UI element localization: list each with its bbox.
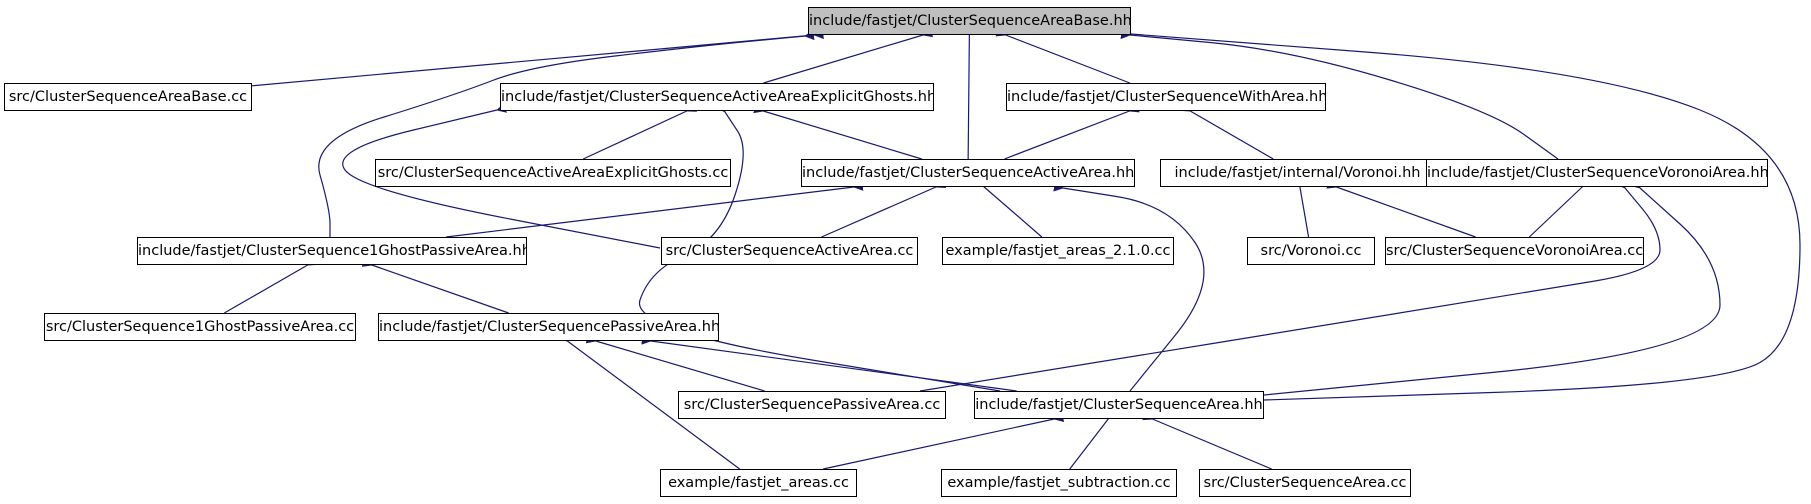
edge-n8-n13 [224,256,318,314]
edge-n2-n9 [342,103,661,249]
edges [224,25,1801,470]
graph-node-n19[interactable]: src/ClusterSequenceArea.cc [1199,469,1411,497]
edge-n2-n5 [753,103,922,160]
graph-node-n4[interactable]: src/ClusterSequenceActiveAreaExplicitGho… [375,159,731,187]
graph-node-n11[interactable]: src/Voronoi.cc [1247,237,1375,265]
edge-n0-n8 [318,30,815,237]
graph-node-n5[interactable]: include/fastjet/ClusterSequenceActiveAre… [801,159,1135,187]
edge-n0-n5 [964,25,975,160]
edge-n0-n7 [1120,29,1559,160]
edge-n6-n12 [1326,179,1476,238]
edge-n7-n15 [919,177,1661,392]
edge-n5-n16 [1053,181,1205,392]
edge-n16-n17 [823,412,1065,470]
edge-n16-n18 [1069,408,1118,470]
edge-n7-n12 [1528,177,1593,238]
graph-node-n13[interactable]: src/ClusterSequence1GhostPassiveArea.cc [44,313,356,341]
graph-node-n2[interactable]: include/fastjet/ClusterSequenceActiveAre… [500,83,934,111]
graph-node-n10[interactable]: example/fastjet_areas_2.1.0.cc [942,237,1174,265]
edge-n6-n11 [1293,177,1310,238]
edge-n5-n10 [974,177,1043,238]
graph-node-n9[interactable]: src/ClusterSequenceActiveArea.cc [661,237,918,265]
graph-node-n3[interactable]: include/fastjet/ClusterSequenceWithArea.… [1006,83,1326,111]
edge-n5-n9 [821,178,947,238]
edge-n0-n2 [763,27,934,84]
graph-node-n0[interactable]: include/fastjet/ClusterSequenceAreaBase.… [808,7,1131,35]
graph-node-n6[interactable]: include/fastjet/internal/Voronoi.hh [1160,159,1435,187]
edge-n14-n16 [641,334,1017,392]
edge-n5-n8 [446,180,864,238]
edge-n0-n3 [995,27,1131,84]
graph-node-n12[interactable]: src/ClusterSequenceVoronoiArea.cc [1385,237,1644,265]
graph-node-n1[interactable]: src/ClusterSequenceAreaBase.cc [4,83,252,111]
edge-n16-n19 [1142,410,1272,470]
edge-n0-n16 [1121,28,1801,401]
graph-node-n14[interactable]: include/fastjet/ClusterSequencePassiveAr… [378,313,719,341]
graph-node-n8[interactable]: include/fastjet/ClusterSequence1GhostPas… [137,237,527,265]
edge-n8-n14 [361,257,509,314]
edge-n3-n6 [1179,102,1274,160]
graph-node-n7[interactable]: include/fastjet/ClusterSequenceVoronoiAr… [1426,159,1768,187]
graph-node-n18[interactable]: example/fastjet_subtraction.cc [941,469,1177,497]
graph-node-n16[interactable]: include/fastjet/ClusterSequenceArea.hh [974,391,1264,419]
edge-n2-n4 [582,102,698,160]
edge-n7-n16 [1263,178,1721,396]
graph-node-n17[interactable]: example/fastjet_areas.cc [660,469,857,497]
edge-n14-n15 [585,333,765,392]
edge-n0-n1 [251,29,824,87]
graph-node-n15[interactable]: src/ClusterSequencePassiveArea.cc [678,391,946,419]
edge-n3-n5 [1004,103,1140,160]
edge-n14-n17 [557,331,741,470]
